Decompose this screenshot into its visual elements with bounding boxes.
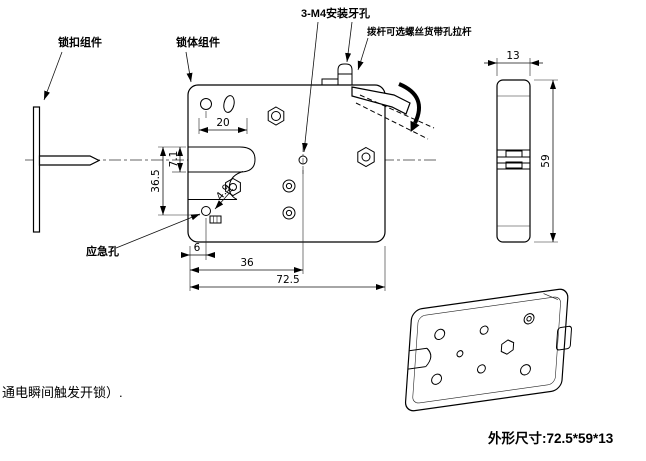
dim-72-5: 72.5 [276,274,299,286]
dimension-7-1: 7.1 [168,147,186,173]
note-trigger: 通电瞬间触发开锁）. [2,385,123,400]
threaded-post [337,63,353,85]
lever-alt-position [359,94,435,129]
side-view [496,79,531,243]
striker-assembly [32,106,101,233]
dim-20: 20 [216,117,229,129]
latch-claw [228,171,244,200]
dim-7-1: 7.1 [168,151,180,168]
label-lever-note: 拨杆可选螺丝货带孔拉杆 [367,26,472,38]
front-view [187,63,435,243]
leader-emergency [115,213,201,249]
leader-lever [357,37,369,71]
label-body-assembly: 锁体组件 [176,35,220,49]
label-emergency-hole: 应急孔 [86,244,119,258]
leader-body [185,51,193,83]
dim-36: 36 [240,257,254,269]
label-mounting-holes: 3-M4安装牙孔 [301,6,370,20]
dimension-20: 20 [198,117,248,134]
emergency-hole [201,206,211,216]
dimension-36: 36 [190,168,304,274]
dim-36-5: 36.5 [150,169,162,192]
hex-nut-top [267,106,285,126]
leader-m4-hole [301,21,319,153]
label-buckle-assembly: 锁扣组件 [58,35,102,49]
overall-size-text: 外形尺寸:72.5*59*13 [488,430,614,446]
rotation-arrow-icon [398,82,421,132]
dimension-13: 13 [484,50,543,76]
hex-nut-claw [225,177,241,197]
leader-buckle [43,51,63,101]
dim-13: 13 [506,50,519,62]
iso-view [404,288,572,412]
dim-6: 6 [194,242,201,254]
leader-m4-post [345,21,353,63]
hex-nut-right [357,146,375,168]
dimension-59: 59 [534,79,558,243]
lever [351,86,411,115]
dimension-72-5: 72.5 [190,246,386,291]
dim-59: 59 [540,154,552,167]
